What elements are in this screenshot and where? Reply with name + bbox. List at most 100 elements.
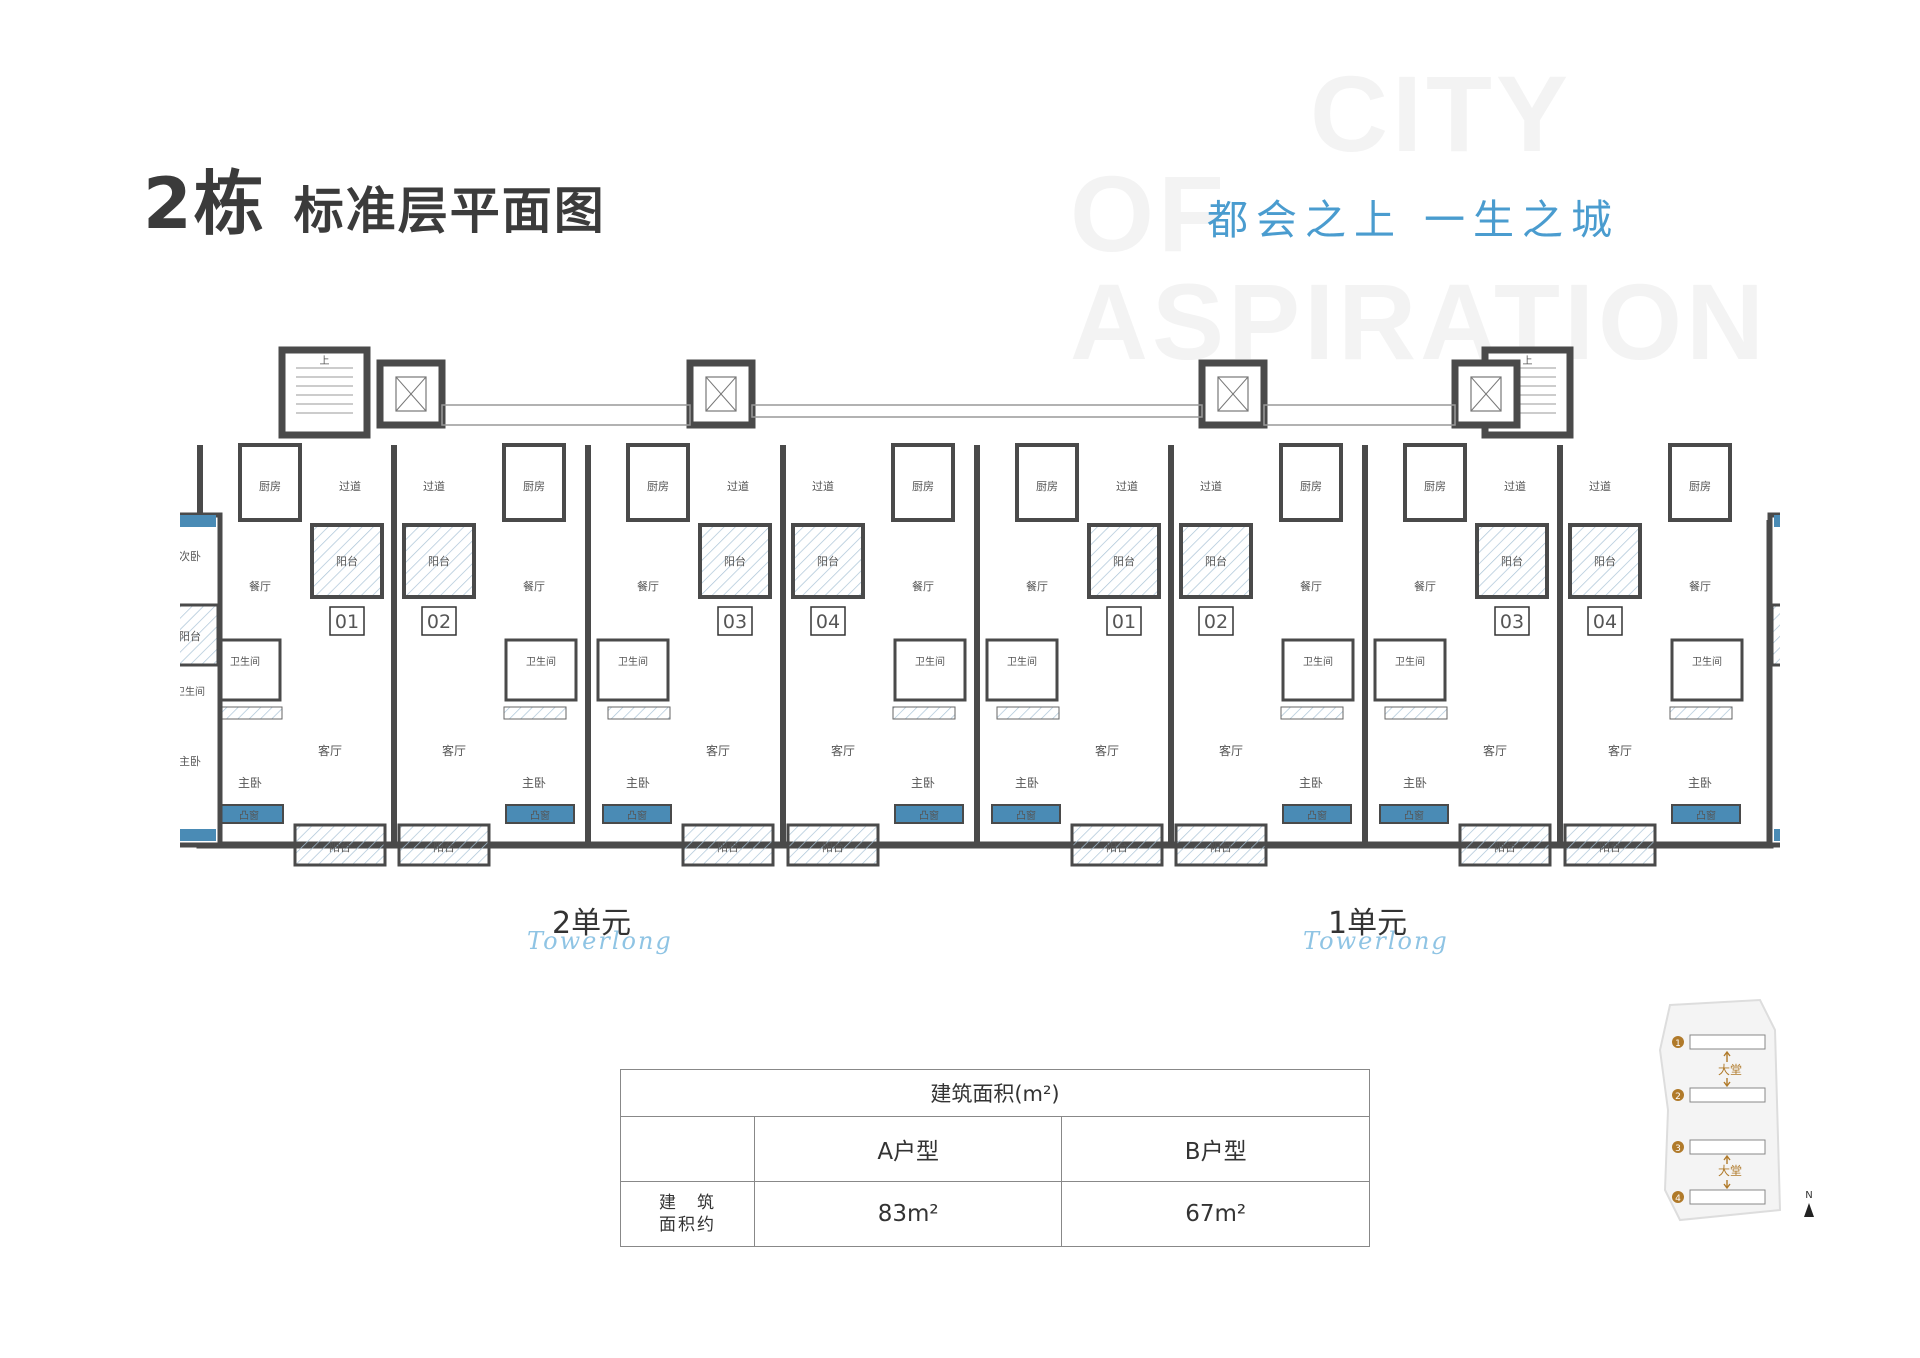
bay-window [505,804,575,824]
master-bedroom-label: 主卧 [1403,776,1427,790]
balcony-north [402,523,476,599]
bay-window-label: 凸窗 [627,809,647,822]
bathroom-label: 卫生间 [1395,655,1425,668]
corridor-top-mid [751,404,1203,418]
elevator-shaft [686,359,756,429]
balcony-south-label: 阳台 [1210,840,1232,854]
kitchen-room [1279,443,1343,522]
apartment-number: 03 [1500,611,1524,633]
kitchen-room [502,443,566,522]
page-title: 2栋 标准层平面图 [143,148,606,249]
apartment-number-box [810,606,846,636]
wardrobe [503,706,567,720]
end-balcony-label: 阳台 [180,629,201,643]
corridor-top-left [441,404,691,426]
balcony-south [681,823,775,867]
area-value-b: 67m² [1061,1181,1370,1247]
apartment-number-box [1106,606,1142,636]
elevator-car [1217,376,1249,412]
area-table-type-b: B户型 [1061,1116,1370,1182]
slogan: 都会之上 一生之城 [1207,196,1621,244]
key-marker [1672,1089,1684,1101]
key-marker [1672,1141,1684,1153]
kitchen-room [626,443,690,522]
dining-label: 餐厅 [1300,579,1322,593]
bathroom-label: 卫生间 [1007,655,1037,668]
bathroom-room [504,638,578,702]
living-label: 客厅 [1483,743,1507,758]
bathroom-label: 卫生间 [1303,655,1333,668]
north-arrow-icon [1804,1203,1814,1217]
master-bedroom-label: 主卧 [1688,776,1712,790]
area-table-header: 建筑面积(m²) [620,1069,1370,1117]
end-bay-window-south [180,829,216,841]
bay-window [894,804,964,824]
area-table-type-a: A户型 [753,1116,1063,1182]
apartment-number-box [1494,606,1530,636]
lobby-arrows-1 [1723,1050,1731,1088]
balcony-south [1563,823,1657,867]
end-bay-window [1774,515,1780,527]
bay-window [602,804,672,824]
stair-up-label: 上 [1523,355,1533,367]
row-label-line1: 建 筑 [659,1193,716,1213]
apartment-number: 04 [1593,611,1617,633]
balcony-north [698,523,772,599]
apartment-number-box [1587,606,1623,636]
balcony-south-label: 阳台 [329,840,351,854]
unit-2-label: 2单元 [552,906,632,941]
balcony-label: 阳台 [724,554,746,568]
bathroom-label: 卫生间 [618,655,648,668]
kitchen-label: 厨房 [647,480,669,493]
key-building-2 [1689,1087,1766,1103]
balcony-south-label: 阳台 [717,840,739,854]
bathroom-label: 卫生间 [1692,655,1722,668]
lobby-label-1: 大堂 [1718,1063,1742,1077]
elevator-car [1470,376,1502,412]
kitchen-label: 厨房 [1300,480,1322,493]
wardrobe [219,706,283,720]
apartment-number: 04 [816,611,840,633]
key-marker-number: 1 [1675,1039,1681,1049]
key-building-3 [1689,1139,1766,1155]
area-table: 建筑面积(m²) A户型 B户型 建 筑 面积约 83m² 67m² [620,1069,1370,1247]
key-building-4 [1689,1189,1766,1205]
bathroom-label: 卫生间 [915,655,945,668]
wardrobe [996,706,1060,720]
kitchen-room [1015,443,1079,522]
bathroom-label: 卫生间 [526,655,556,668]
bay-window-label: 凸窗 [239,809,259,822]
balcony-south [397,823,491,867]
balcony-south-label: 阳台 [1494,840,1516,854]
key-building-1 [1689,1034,1766,1050]
kitchen-room [1403,443,1467,522]
elevator-cross [705,376,737,412]
unit-1-label: 1单元 [1328,906,1408,941]
living-label: 客厅 [318,743,342,758]
balcony-north [1568,523,1642,599]
elevator-cross [1470,376,1502,412]
kitchen-label: 厨房 [1689,480,1711,493]
bathroom-room [1373,638,1447,702]
bathroom-room [985,638,1059,702]
apartment-number-box [1198,606,1234,636]
plan-subtitle: 标准层平面图 [293,182,606,240]
end-bay-window-south [1774,829,1780,841]
key-marker-number: 3 [1675,1144,1681,1154]
watermark-line1: CITY [1310,53,1573,174]
bathroom-room [1281,638,1355,702]
bay-window [1379,804,1449,824]
balcony-south [1174,823,1268,867]
balcony-north [1475,523,1549,599]
end-bay-window [180,515,216,527]
corridor-label: 过道 [812,479,834,493]
dining-label: 餐厅 [1026,579,1048,593]
kitchen-label: 厨房 [259,480,281,493]
bay-window-label: 凸窗 [1307,809,1327,822]
apartment-number-box [421,606,457,636]
balcony-label: 阳台 [1501,554,1523,568]
balcony-north [1179,523,1253,599]
master-bedroom-label: 主卧 [1015,776,1039,790]
apartment-number: 02 [427,611,451,633]
bathroom-room [596,638,670,702]
